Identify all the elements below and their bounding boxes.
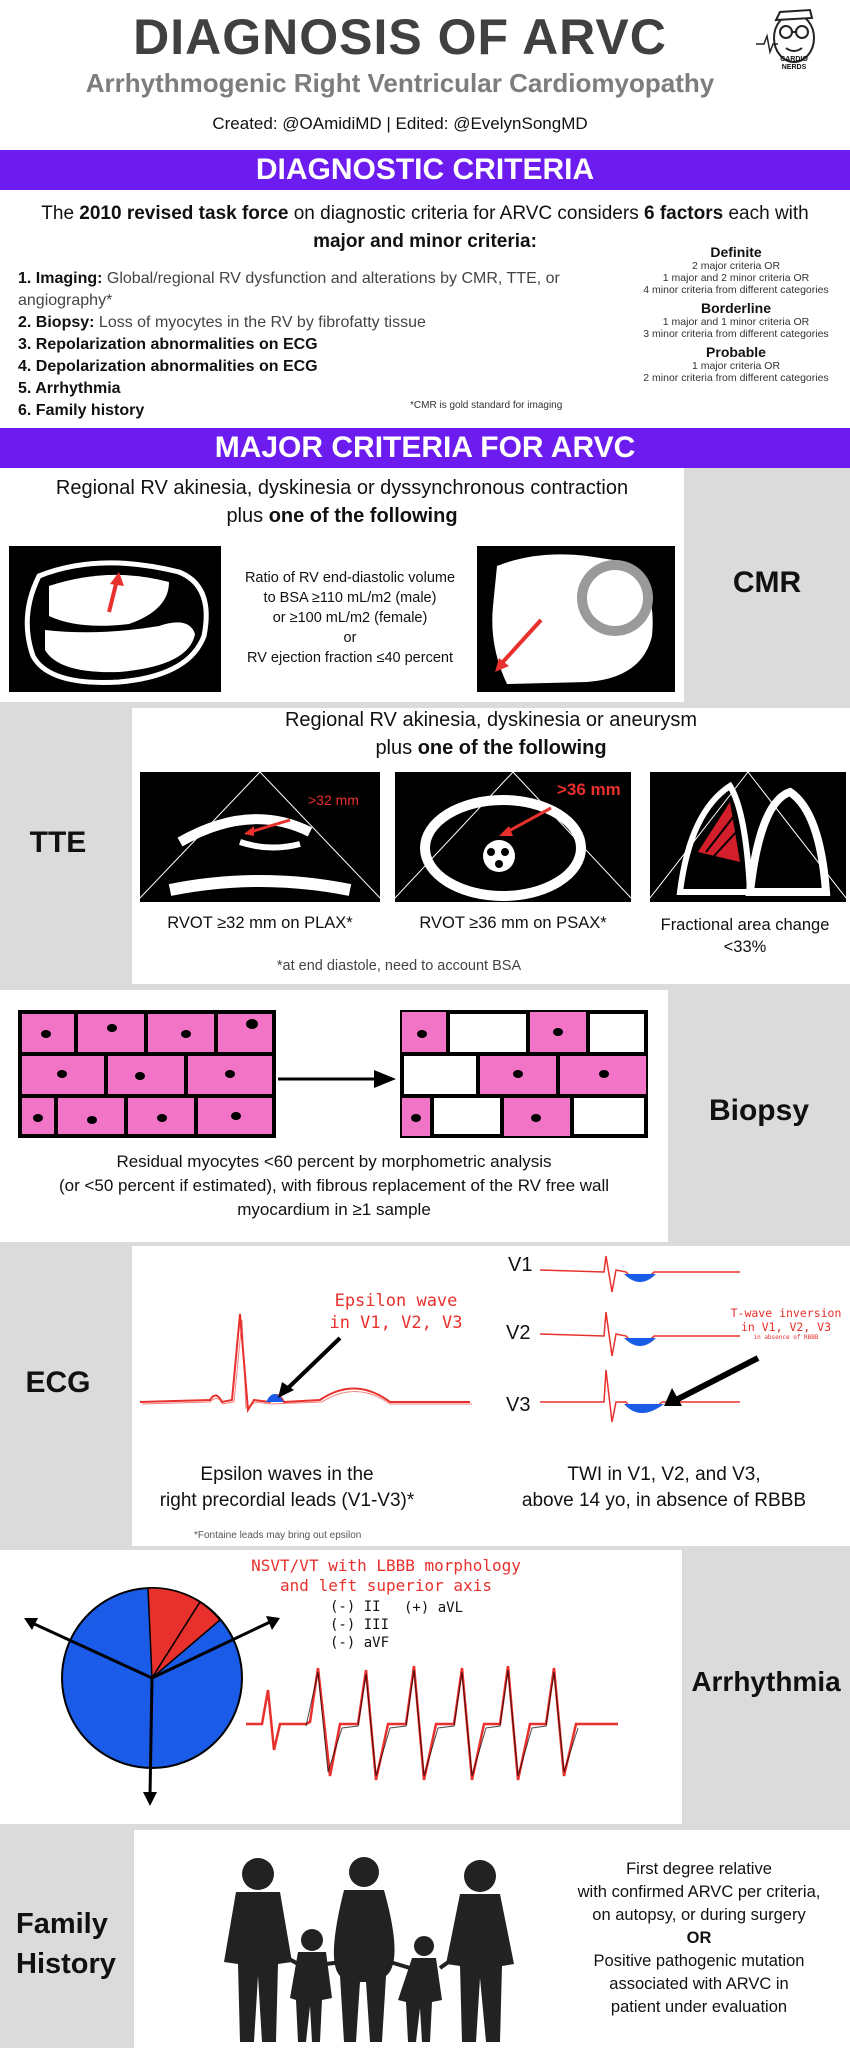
cmr-description: Regional RV akinesia, dyskinesia or dyss… (55, 477, 629, 527)
page-title: DIAGNOSIS OF ARVC (133, 9, 667, 65)
axis-circle-diagram (24, 1586, 288, 1806)
twi-caption: TWI in V1, V2, and V3, above 14 yo, in a… (521, 1464, 807, 1511)
arrhythmia-label: Arrhythmia (691, 1666, 841, 1697)
cmr-image-long-axis (9, 546, 221, 692)
logo-text: CARDIO NERDS (780, 56, 808, 71)
lead-polarity-positive: (+) aVL (404, 1600, 464, 1616)
cmr-image-short-axis (477, 546, 675, 692)
family-history-label: Family History (16, 1908, 116, 1980)
category-definite: Definite 2 major criteria OR 1 major and… (643, 244, 829, 296)
lead-polarity-negative: (-) II (-) III (-) aVF (330, 1599, 390, 1651)
tte-psax-image: >36 mm (395, 772, 631, 902)
biopsy-image-normal (16, 1008, 276, 1140)
ecg-content-panel (132, 1246, 850, 1546)
biopsy-image-fibrofatty (398, 1008, 650, 1140)
lead-label-v1: V1 (508, 1254, 533, 1276)
biopsy-arrow (278, 1068, 396, 1090)
plax-measurement: >32 mm (308, 792, 359, 808)
twi-ecg-traces (500, 1252, 840, 1432)
lead-label-v2: V2 (506, 1322, 531, 1344)
imaging-footnote: *CMR is gold standard for imaging (410, 400, 563, 411)
category-probable: Probable 1 major criteria OR 2 minor cri… (643, 344, 829, 384)
tte-label: TTE (29, 826, 87, 859)
criteria-item-1: 1. Imaging: Global/regional RV dysfuncti… (18, 270, 560, 309)
tte-footnote: *at end diastole, need to account BSA (276, 958, 522, 974)
arrhythmia-annotation: NSVT/VT with LBBB morphology and left su… (251, 1556, 521, 1595)
diagnostic-intro: The 2010 revised task force on diagnosti… (41, 203, 809, 252)
cardionerds-logo: CARDIO NERDS (752, 4, 832, 76)
family-silhouette-image (214, 1852, 524, 2044)
epsilon-ecg-trace (140, 1290, 480, 1420)
criteria-item-2: 2. Biopsy: Loss of myocytes in the RV by… (18, 314, 426, 331)
criteria-list: 1. Imaging: Global/regional RV dysfuncti… (18, 268, 658, 422)
major-criteria-banner: MAJOR CRITERIA FOR ARVC (0, 428, 850, 468)
criteria-item-6: 6. Family history (18, 402, 145, 419)
criteria-item-5: 5. Arrhythmia (18, 380, 121, 397)
psax-measurement: >36 mm (557, 780, 621, 799)
twi-annotation: T-wave inversion in V1, V2, V3 in absenc… (730, 1306, 842, 1341)
credits: Created: @OAmidiMD | Edited: @EvelynSong… (212, 114, 588, 133)
fontaine-footnote: *Fontaine leads may bring out epsilon (194, 1530, 362, 1541)
page-subtitle: Arrhythmogenic Right Ventricular Cardiom… (85, 68, 715, 98)
category-borderline: Borderline 1 major and 1 minor criteria … (643, 300, 829, 340)
tte-caption-psax: RVOT ≥36 mm on PSAX* (419, 914, 607, 932)
tte-caption-plax: RVOT ≥32 mm on PLAX* (167, 914, 353, 932)
biopsy-description: Residual myocytes <60 percent by morphom… (58, 1152, 610, 1219)
cmr-ratio-text: Ratio of RV end-diastolic volume to BSA … (244, 570, 456, 666)
tte-plax-image: >32 mm (140, 772, 380, 902)
tte-caption-fac: Fractional area change <33% (660, 916, 830, 956)
ecg-label: ECG (25, 1366, 91, 1399)
diagnostic-banner: DIAGNOSTIC CRITERIA (0, 150, 850, 190)
tte-fac-image (650, 772, 846, 902)
tte-description: Regional RV akinesia, dyskinesia or aneu… (284, 709, 698, 759)
diagnosis-categories: Definite 2 major criteria OR 1 major and… (622, 244, 850, 384)
epsilon-annotation: Epsilon wave in V1, V2, V3 (329, 1291, 463, 1333)
family-history-criteria: First degree relative with confirmed ARV… (577, 1860, 821, 2016)
biopsy-label: Biopsy (708, 1094, 810, 1127)
criteria-item-3: 3. Repolarization abnormalities on ECG (18, 336, 318, 353)
cmr-label: CMR (732, 566, 802, 599)
criteria-item-4: 4. Depolarization abnormalities on ECG (18, 358, 318, 375)
epsilon-caption: Epsilon waves in the right precordial le… (159, 1464, 415, 1511)
lead-label-v3: V3 (506, 1394, 531, 1416)
vt-rhythm-strip (246, 1650, 620, 1784)
